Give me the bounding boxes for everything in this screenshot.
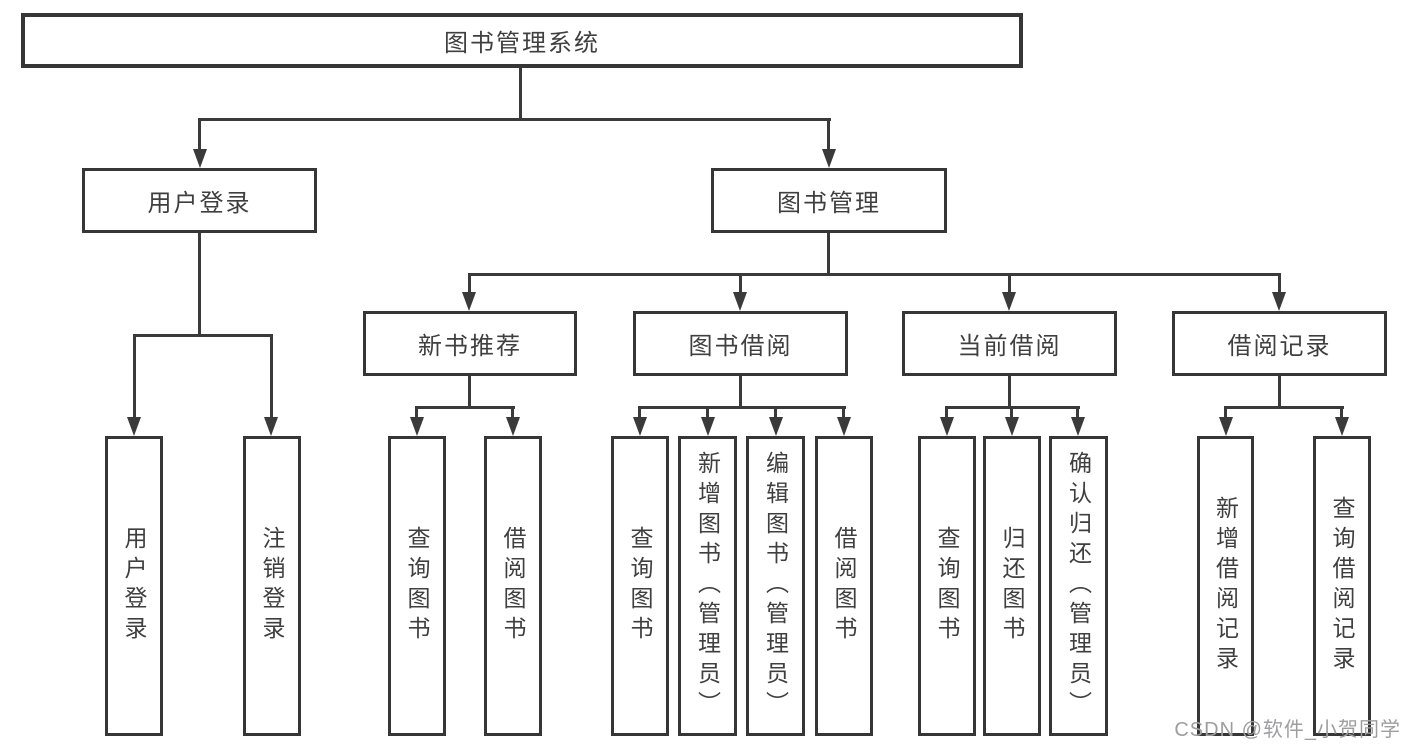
connector-to-book-borrow [739,273,742,295]
leaf-edit-books-admin: 编辑图书（管理员） [746,436,805,736]
connector-to-current-borrow [1008,273,1011,295]
arrow-down-icon [193,149,207,168]
arrow-down-icon [127,417,141,436]
connector-to-user-login [198,118,201,152]
arrow-down-icon [410,417,424,436]
leaf-borrow-books: 借阅图书 [815,436,873,736]
connector-newbooks-fork [415,406,515,409]
connector-root-drop [519,68,522,118]
connector-to-leaf [511,406,514,419]
leaf-logout: 注销登录 [243,436,301,736]
connector-bookmgmt-fork [468,273,1280,276]
connector-to-leaf [842,406,845,419]
node-user-login: 用户登录 [82,168,317,233]
node-root: 图书管理系统 [21,13,1023,68]
connector-to-leaf [638,406,641,419]
connector-borrowrecords-fork [1224,406,1344,409]
arrow-down-icon [1272,292,1286,311]
connector-bookborrow-drop [739,376,742,406]
connector-root-fork [198,118,831,121]
arrow-down-icon [733,292,747,311]
node-new-book-recommend: 新书推荐 [363,311,577,376]
leaf-query-books-current: 查询图书 [918,436,976,736]
arrow-down-icon [837,417,851,436]
arrow-down-icon [1071,417,1085,436]
arrow-down-icon [940,417,954,436]
arrow-down-icon [769,417,783,436]
connector-bookborrow-fork [638,406,846,409]
connector-userlogin-fork [133,334,273,337]
leaf-add-books-admin: 新增图书（管理员） [678,436,737,736]
arrow-down-icon [506,417,520,436]
connector-to-leaf [1010,406,1013,419]
arrow-down-icon [1005,417,1019,436]
node-book-borrow: 图书借阅 [633,311,848,376]
connector-to-leaf [270,334,273,419]
arrow-down-icon [264,417,278,436]
leaf-query-borrow-record: 查询借阅记录 [1313,436,1371,736]
connector-borrowrecords-drop [1278,376,1281,406]
arrow-down-icon [1335,417,1349,436]
leaf-query-books-borrow: 查询图书 [611,436,669,736]
arrow-down-icon [701,417,715,436]
connector-to-leaf [945,406,948,419]
csdn-watermark: CSDN @软件_小贺同学 [1174,719,1401,741]
arrow-down-icon [633,417,647,436]
connector-to-leaf [1340,406,1343,419]
connector-to-leaf [774,406,777,419]
node-current-borrow: 当前借阅 [902,311,1117,376]
connector-to-leaf [1224,406,1227,419]
leaf-query-books-recommend: 查询图书 [388,436,446,736]
node-book-management: 图书管理 [711,168,947,233]
leaf-user-login: 用户登录 [105,436,163,736]
node-borrow-records: 借阅记录 [1172,311,1387,376]
connector-to-new-books [468,273,471,295]
leaf-return-books: 归还图书 [983,436,1041,736]
connector-to-book-management [827,118,830,152]
connector-to-leaf [133,334,136,419]
connector-currentborrow-drop [1008,376,1011,406]
leaf-add-borrow-record: 新增借阅记录 [1197,436,1254,736]
connector-to-borrow-records [1278,273,1281,295]
connector-newbooks-drop [468,376,471,406]
arrow-down-icon [1219,417,1233,436]
connector-userlogin-drop [198,233,201,334]
leaf-borrow-books-recommend: 借阅图书 [484,436,542,736]
connector-to-leaf [415,406,418,419]
arrow-down-icon [822,149,836,168]
connector-to-leaf [706,406,709,419]
connector-bookmgmt-drop [827,233,830,273]
leaf-confirm-return-admin: 确认归还（管理员） [1049,436,1108,736]
arrow-down-icon [462,292,476,311]
arrow-down-icon [1002,292,1016,311]
connector-to-leaf [1076,406,1079,419]
